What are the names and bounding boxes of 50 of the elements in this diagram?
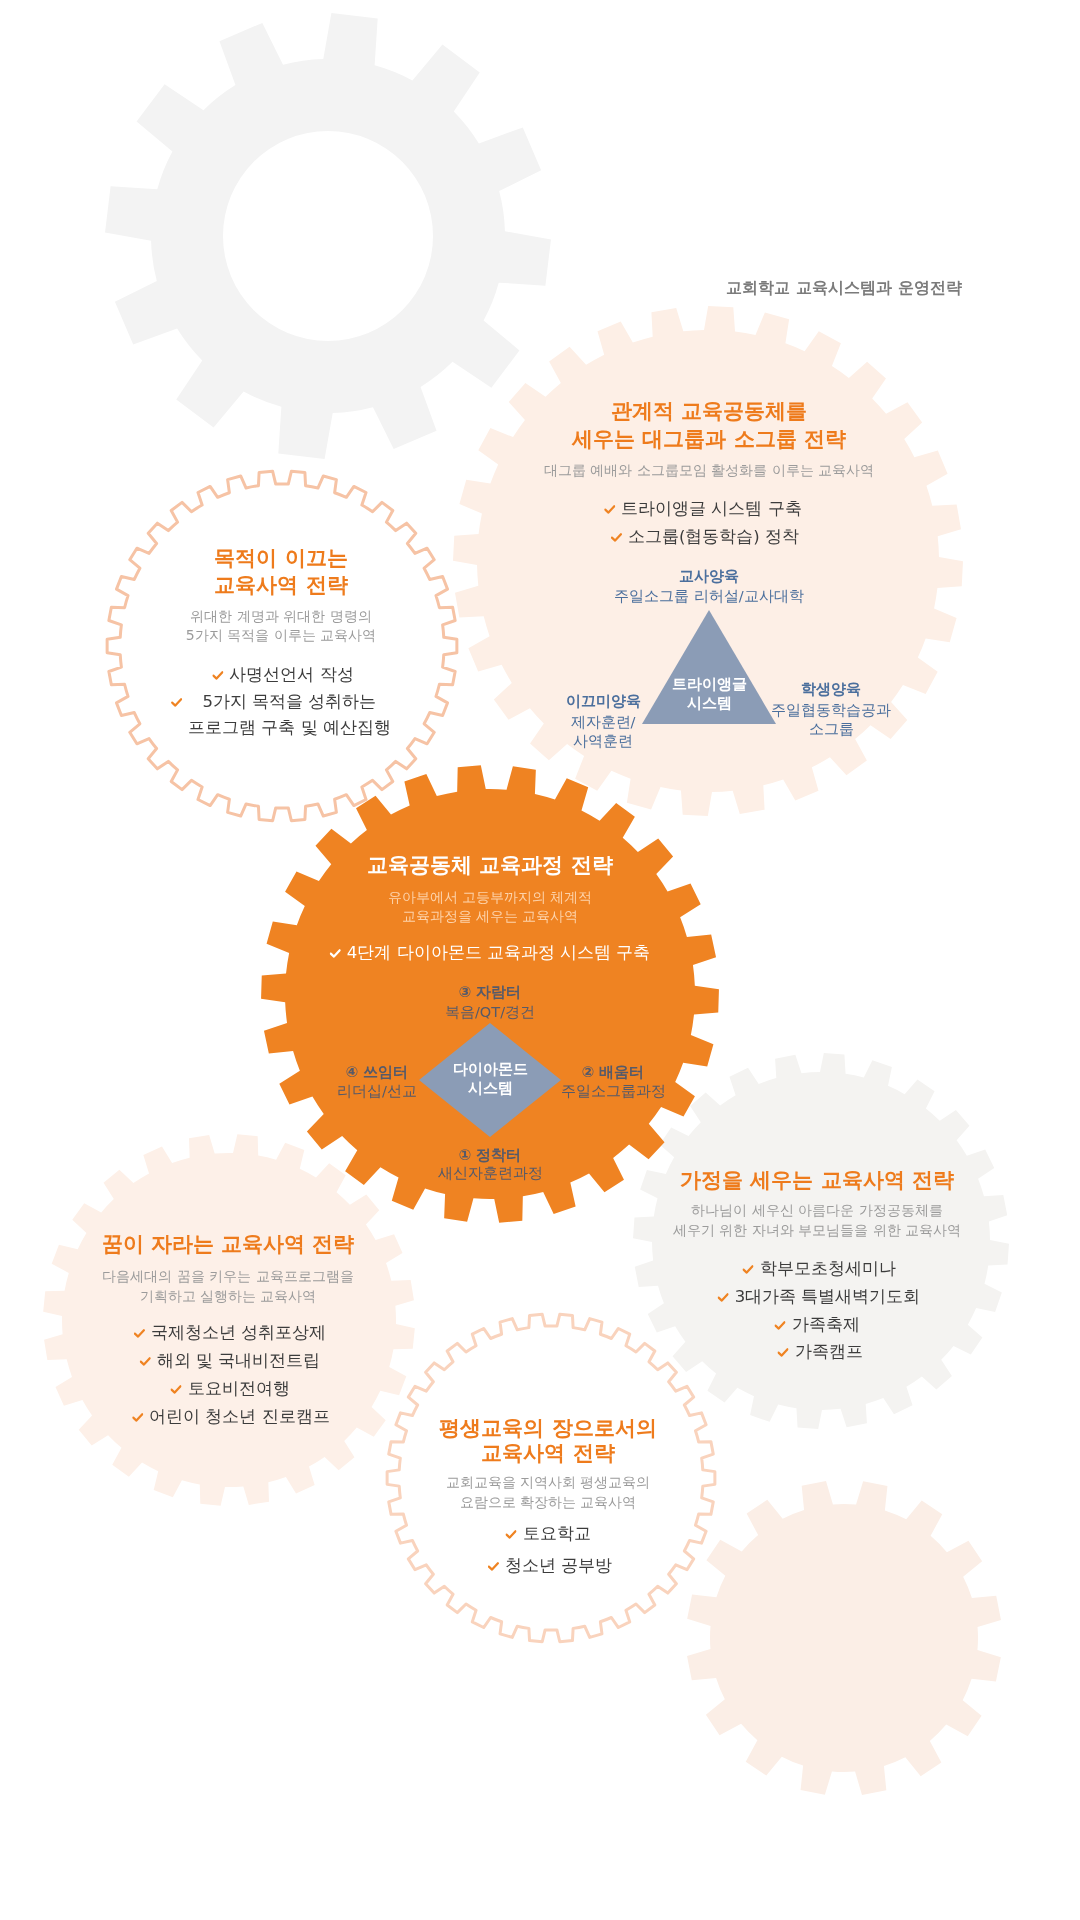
heading: 꿈이 자라는 교육사역 전략 (101, 1231, 355, 1258)
description: 유아부에서 고등부까지의 체계적 교육과정을 세우는 교육사역 (387, 887, 593, 926)
heading: 목적이 이끄는 교육사역 전략 (214, 544, 348, 599)
heading: 교육공동체 교육과정 전략 (367, 852, 613, 879)
checklist-item: 5가지 목적을 성취하는 프로그램 구축 및 예산집행 (188, 691, 391, 739)
shape-label: 트라이앵글 시스템 (671, 674, 747, 713)
caption-heading: 이끄미양육 (565, 691, 641, 711)
description: 대그룹 예배와 소그룹모임 활성화를 이루는 교육사역 (543, 461, 875, 480)
checklist-item: 어린이 청소년 진로캠프 (149, 1406, 330, 1428)
caption-heading: 학생양육 (801, 679, 861, 699)
caption-heading: ② 배움터 (581, 1062, 645, 1082)
caption-text: 주일협동학습공과 소그룹 (771, 700, 891, 739)
checklist-item: 가족캠프 (794, 1341, 863, 1363)
checklist-item: 사명선언서 작성 (229, 664, 354, 686)
checklist-item: 트라이앵글 시스템 구축 (621, 498, 802, 520)
checklist-item: 학부모초청세미나 (759, 1258, 896, 1280)
page-title: 교회학교 교육시스템과 운영전략 (726, 277, 962, 299)
heading: 가정을 세우는 교육사역 전략 (680, 1167, 954, 1194)
caption-heading: 교사양육 (679, 566, 739, 586)
gear-shape (450, 303, 966, 819)
heading: 평생교육의 장으로서의 교육사역 전략 (439, 1415, 657, 1466)
description: 교회교육을 지역사회 평생교육의 요람으로 확장하는 교육사역 (445, 1473, 651, 1512)
description: 다음세대의 꿈을 키우는 교육프로그램을 기획하고 실행하는 교육사역 (102, 1267, 354, 1306)
gear-shape (40, 1131, 418, 1509)
description: 위대한 계명과 위대한 명령의 5가지 목적을 이루는 교육사역 (185, 606, 377, 645)
caption-text: 복음/QT/경건 (445, 1002, 535, 1022)
caption-text: 리더십/선교 (337, 1081, 417, 1101)
checklist-item: 국제청소년 성취포상제 (150, 1322, 327, 1344)
checklist-item: 3대가족 특별새벽기도회 (734, 1286, 921, 1308)
checklist-item: 해외 및 국내비전트립 (156, 1350, 321, 1372)
shape-label: 다이아몬드 시스템 (452, 1059, 528, 1098)
heading: 관계적 교육공동체를 세우는 대그룹과 소그룹 전략 (572, 398, 846, 453)
checklist-item: 가족축제 (791, 1314, 860, 1336)
description: 하나님이 세우신 아름다운 가정공동체를 세우기 위한 자녀와 부모님들을 위한 교육사역 (672, 1201, 962, 1240)
caption-text: 주일소그룹과정 (560, 1081, 666, 1101)
checklist-item: 청소년 공부방 (504, 1555, 613, 1577)
gear-shape (104, 468, 460, 824)
caption-text: 주일소그룹 리허설/교사대학 (614, 586, 804, 606)
checklist-item: 토요학교 (522, 1523, 591, 1545)
checklist-item: 소그룹(협동학습) 정착 (627, 526, 800, 548)
checklist-item: 토요비전여행 (187, 1378, 290, 1400)
caption-heading: ① 정착터 (458, 1145, 522, 1165)
diamond-shape (419, 1023, 561, 1137)
gear-shape (384, 1311, 718, 1645)
gear-shape (102, 10, 554, 462)
caption-text: 새신자훈련과정 (437, 1163, 543, 1183)
caption-heading: ③ 자람터 (458, 982, 522, 1002)
checklist-item: 4단계 다이아몬드 교육과정 시스템 구축 (346, 942, 651, 964)
caption-text: 제자훈련/ 사역훈련 (570, 712, 636, 751)
caption-heading: ④ 쓰임터 (345, 1062, 409, 1082)
